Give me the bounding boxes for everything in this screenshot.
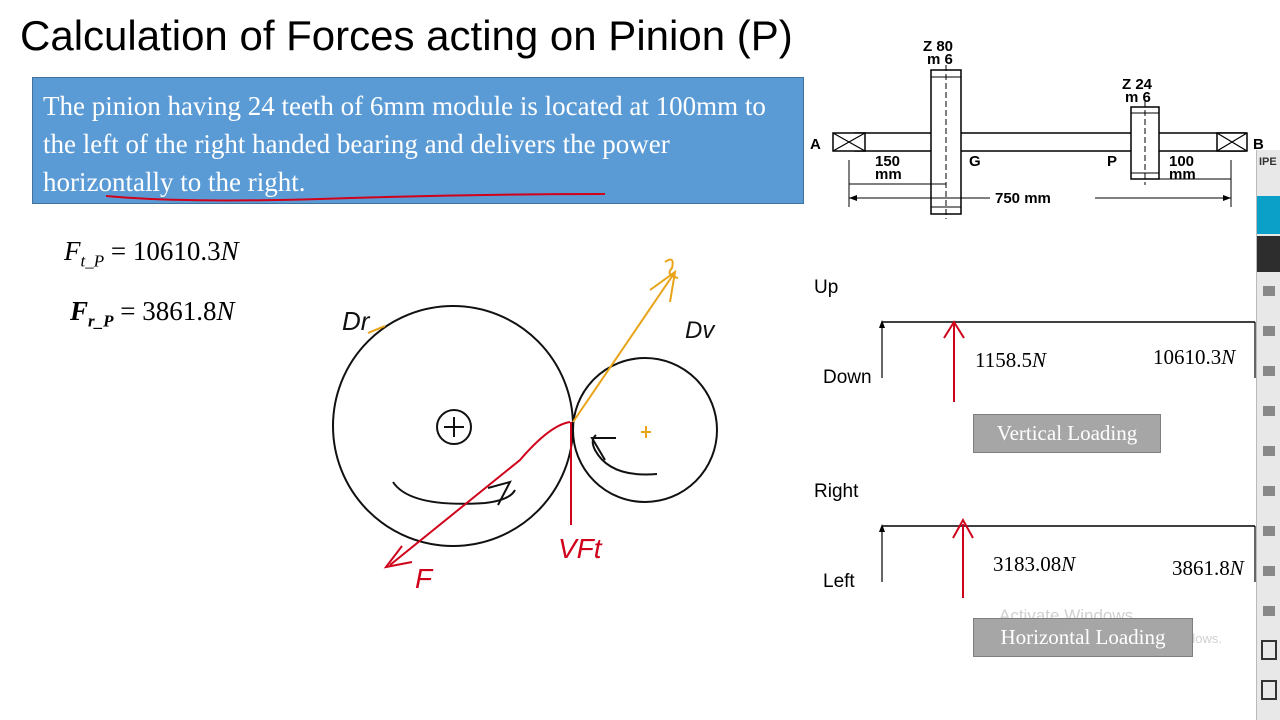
dim-right-value: 100 — [1169, 153, 1194, 170]
horizontal-loading-button[interactable]: Horizontal Loading — [973, 618, 1193, 657]
annotation-toolbar: IPE — [1256, 150, 1280, 720]
value-number: 1158.5 — [975, 348, 1032, 372]
force-ft-handwriting: VFt — [558, 533, 603, 564]
problem-statement-box: The pinion having 24 teeth of 6mm module… — [32, 77, 804, 204]
pointer-tool-icon[interactable] — [1263, 446, 1275, 456]
left-label: Left — [823, 571, 855, 592]
vertical-loading-button[interactable]: Vertical Loading — [973, 414, 1161, 453]
up-label: Up — [814, 277, 839, 298]
formula-unit: N — [220, 236, 239, 266]
trash-tool-icon[interactable] — [1263, 606, 1275, 616]
gear-g-module-label: m 6 — [927, 51, 953, 68]
driven-gear-circle — [572, 357, 718, 503]
value-number: 3861.8 — [1172, 556, 1230, 580]
down-label: Down — [823, 367, 872, 388]
vertical-reaction-value: 1158.5N — [975, 348, 1046, 373]
slide-title: Calculation of Forces acting on Pinion (… — [20, 12, 793, 59]
value-unit: N — [1221, 345, 1236, 369]
clipboard-tool-icon[interactable] — [1263, 486, 1275, 496]
redo-tool-icon[interactable] — [1263, 566, 1275, 576]
activate-windows-watermark-sub: dows. — [1188, 631, 1222, 646]
horizontal-load-value: 3861.8N — [1172, 556, 1244, 581]
tangential-force-formula: Ft_P = 10610.3N — [64, 236, 239, 271]
force-f-handwriting: F — [415, 563, 434, 594]
formula-symbol: F — [70, 296, 89, 326]
driven-handwriting: Dv — [685, 317, 716, 344]
gear-p-teeth-label: Z 24 — [1122, 76, 1153, 93]
value-unit: N — [1229, 556, 1244, 580]
stamp-tool-icon[interactable] — [1263, 366, 1275, 376]
horizontal-loading-diagram — [879, 517, 1256, 598]
highlighter-tool-icon[interactable] — [1263, 326, 1275, 336]
formula-unit: N — [216, 296, 235, 326]
bearing-b-label: B — [1253, 136, 1264, 153]
value-unit: N — [1061, 552, 1076, 576]
formula-subscript: t_P — [80, 251, 105, 271]
shaft — [854, 132, 1246, 152]
dim-total-label: 750 mm — [995, 190, 1051, 207]
gear-g-label: G — [969, 153, 981, 170]
dim-left-value: 150 — [875, 153, 900, 170]
vertical-loading-diagram — [879, 320, 1256, 402]
gear-mesh-sketch: Dr Dv F VFt — [332, 258, 718, 594]
shaft-diagram: Z 80 m 6 Z 24 m 6 A B G P 150 mm 100 mm … — [810, 38, 1264, 219]
eraser-tool-icon[interactable] — [1263, 406, 1275, 416]
undo-tool-icon[interactable] — [1263, 526, 1275, 536]
dim-left-unit: mm — [875, 166, 902, 183]
dim-right-unit: mm — [1169, 166, 1196, 183]
formula-value: = 3861.8 — [120, 296, 217, 326]
pencil-tool-icon[interactable] — [1257, 236, 1280, 272]
vertical-load-value: 10610.3N — [1153, 345, 1235, 370]
pen-tool-icon[interactable] — [1257, 196, 1280, 234]
horizontal-reaction-value: 3183.08N — [993, 552, 1075, 577]
brush-tool-icon[interactable] — [1263, 286, 1275, 296]
driver-center-icon — [436, 409, 472, 445]
capture-tool-icon[interactable] — [1261, 680, 1277, 700]
value-number: 3183.08 — [993, 552, 1062, 576]
gear-p-module-label: m 6 — [1125, 89, 1151, 106]
formula-subscript: r_P — [88, 311, 114, 331]
radial-force-formula: Fr_P = 3861.8N — [70, 296, 235, 331]
value-number: 10610.3 — [1153, 345, 1222, 369]
gear-p-label: P — [1107, 153, 1117, 170]
driver-handwriting: Dr — [342, 306, 371, 336]
problem-statement-text: The pinion having 24 teeth of 6mm module… — [43, 91, 766, 197]
right-label: Right — [814, 481, 859, 502]
bearing-a-label: A — [810, 136, 821, 153]
formula-symbol: F — [64, 236, 81, 266]
force-top-handwriting — [664, 258, 679, 279]
toolbar-label: IPE — [1259, 156, 1277, 168]
value-unit: N — [1031, 348, 1046, 372]
page-tool-icon[interactable] — [1261, 640, 1277, 660]
formula-value: = 10610.3 — [110, 236, 221, 266]
gear-g-teeth-label: Z 80 — [923, 38, 953, 55]
